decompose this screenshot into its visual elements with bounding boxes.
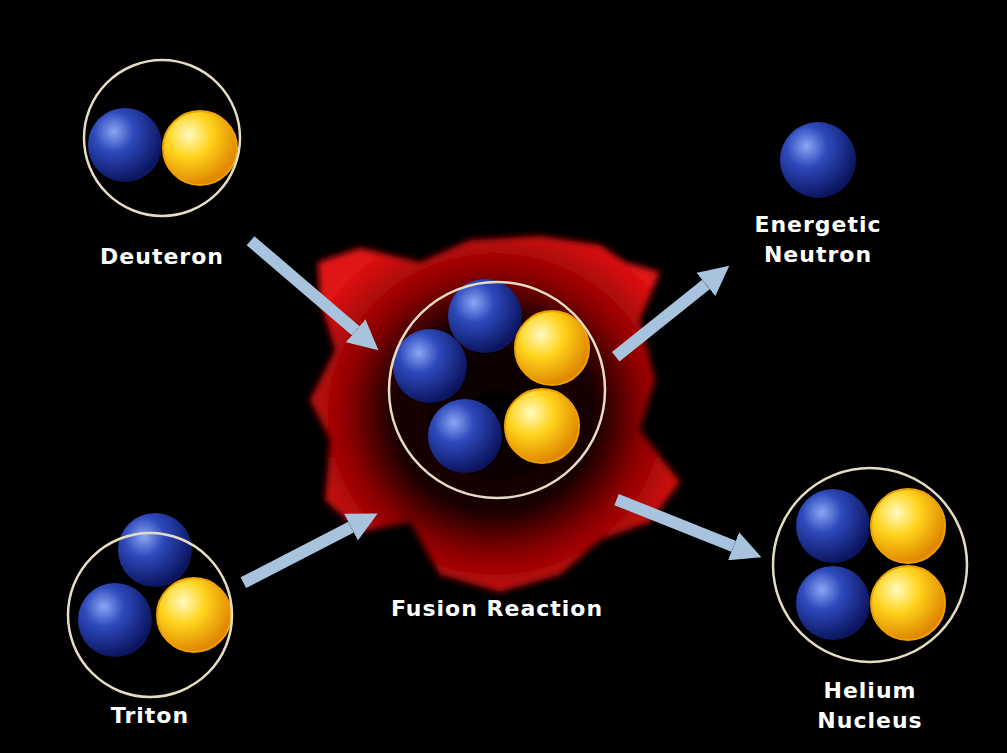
particle-node: Energetic Neutron [734, 120, 902, 269]
proton-ball [871, 566, 945, 640]
nucleus-ring [383, 280, 611, 624]
shape-space [771, 466, 969, 664]
triton-nucleons [78, 513, 231, 657]
nucleus-ring [62, 531, 238, 731]
particle-label: Triton [111, 701, 189, 731]
shape-space [82, 58, 242, 218]
particle-node: Helium Nucleus [767, 466, 973, 735]
proton-ball [505, 389, 579, 463]
neutron-ball [780, 122, 856, 198]
particle-label: Fusion Reaction [391, 594, 603, 624]
particle-node: Deuteron [78, 58, 246, 272]
neutron-ball [393, 329, 467, 403]
nucleus-outline [773, 468, 967, 662]
proton-ball [871, 489, 945, 563]
deuteron-nucleons [88, 108, 237, 185]
reaction-arrow [251, 241, 356, 331]
neutron-ball [796, 566, 870, 640]
neutron-ball [88, 108, 162, 182]
helium-nucleons [796, 489, 945, 640]
nucleus-ring [78, 58, 246, 272]
particle-label: Deuteron [100, 242, 224, 272]
particle-node: Fusion Reaction [383, 280, 611, 624]
particle-label: Energetic Neutron [738, 210, 898, 269]
neutron-ball [796, 489, 870, 563]
particle-node: Triton [62, 531, 238, 731]
particle-label: Helium Nucleus [795, 676, 945, 735]
shape-space [778, 120, 858, 200]
nucleus-outline [68, 533, 232, 697]
fusion-nucleons [393, 279, 589, 473]
shape-space [66, 531, 234, 699]
proton-ball [157, 578, 231, 652]
neutron-ball [428, 399, 502, 473]
neutron-ball [78, 583, 152, 657]
reaction-arrow [617, 500, 734, 547]
nucleus-outline [389, 282, 605, 498]
shape-space [387, 280, 607, 500]
proton-ball [515, 311, 589, 385]
reaction-arrow [616, 284, 706, 356]
neutron-ball [118, 513, 192, 587]
reaction-arrow [243, 527, 351, 583]
nucleus-outline [84, 60, 240, 216]
fusion-blob [310, 236, 680, 592]
proton-ball [163, 111, 237, 185]
